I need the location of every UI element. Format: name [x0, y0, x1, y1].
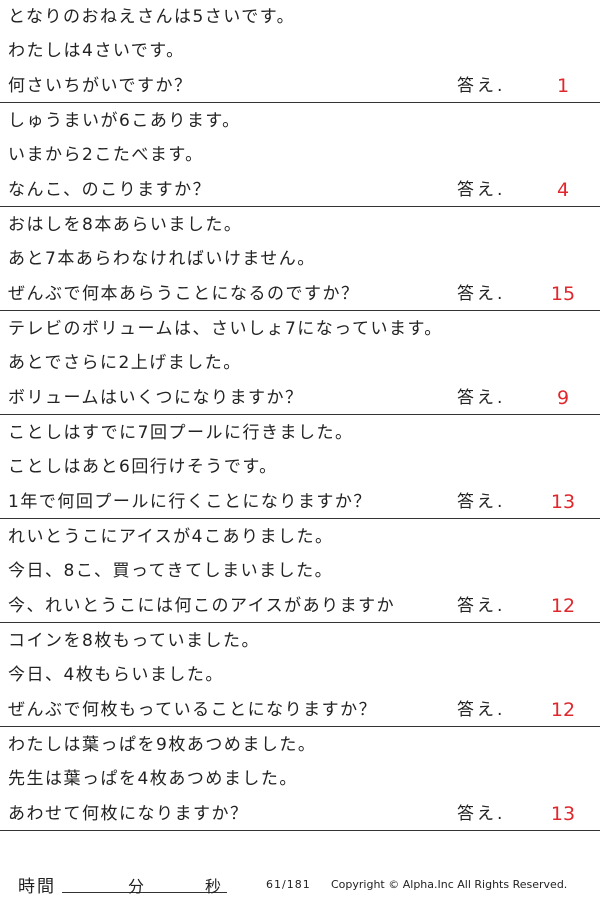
problem-line: おはしを8本あらいました。 [8, 215, 243, 235]
answer-label: 答え. [457, 596, 506, 616]
problem-line: あと7本あらわなければいけません。 [8, 249, 316, 269]
problem-line: ことしはすでに7回プールに行きました。 [8, 423, 354, 443]
question-line: ぜんぶで何枚もっていることになりますか？ [8, 700, 378, 720]
answer-value: 13 [550, 803, 576, 825]
problem-line: 今日、8こ、買ってきてしまいました。 [8, 561, 334, 581]
footer: 時間 分 秒 61/181 Copyright © Alpha.Inc All … [0, 868, 600, 898]
divider [0, 622, 600, 623]
divider [0, 414, 600, 415]
divider [0, 726, 600, 727]
answer-value: 1 [556, 75, 570, 97]
answer-label: 答え. [457, 492, 506, 512]
problem-7: コインを8枚もっていました。 今日、4枚もらいました。 ぜんぶで何枚もっているこ… [0, 624, 600, 728]
answer-label: 答え. [457, 804, 506, 824]
problem-4: テレビのボリュームは、さいしょ7になっています。 あとでさらに2上げました。 ボ… [0, 312, 600, 416]
divider [0, 102, 600, 103]
problem-line: いまから2こたべます。 [8, 145, 204, 165]
answer-label: 答え. [457, 284, 506, 304]
problem-5: ことしはすでに7回プールに行きました。 ことしはあと6回行けそうです。 1年で何… [0, 416, 600, 520]
answer-label: 答え. [457, 76, 506, 96]
problem-1: となりのおねえさんは5さいです。 わたしは4さいです。 何さいちがいですか？ 答… [0, 0, 600, 104]
page-number: 61/181 [266, 878, 311, 891]
answer-label: 答え. [457, 180, 506, 200]
problem-6: れいとうこにアイスが4こありました。 今日、8こ、買ってきてしまいました。 今、… [0, 520, 600, 624]
problem-line: れいとうこにアイスが4こありました。 [8, 527, 334, 547]
time-blank-line [62, 892, 227, 893]
problem-line: 今日、4枚もらいました。 [8, 665, 224, 685]
answer-label: 答え. [457, 388, 506, 408]
question-line: なんこ、のこりますか？ [8, 180, 212, 200]
problem-line: テレビのボリュームは、さいしょ7になっています。 [8, 319, 443, 339]
problem-3: おはしを8本あらいました。 あと7本あらわなければいけません。 ぜんぶで何本あら… [0, 208, 600, 312]
problem-line: あとでさらに2上げました。 [8, 353, 242, 373]
question-line: ぜんぶで何本あらうことになるのですか？ [8, 284, 360, 304]
problem-line: わたしは葉っぱを9枚あつめました。 [8, 735, 317, 755]
problem-2: しゅうまいが6こあります。 いまから2こたべます。 なんこ、のこりますか？ 答え… [0, 104, 600, 208]
answer-label: 答え. [457, 700, 506, 720]
divider [0, 206, 600, 207]
copyright: Copyright © Alpha.Inc All Rights Reserve… [331, 878, 568, 891]
question-line: 今、れいとうこには何このアイスがありますか [8, 596, 396, 616]
question-line: ボリュームはいくつになりますか？ [8, 388, 304, 408]
question-line: 何さいちがいですか？ [8, 76, 193, 96]
answer-value: 12 [550, 595, 576, 617]
question-line: あわせて何枚になりますか？ [8, 804, 249, 824]
problem-8: わたしは葉っぱを9枚あつめました。 先生は葉っぱを4枚あつめました。 あわせて何… [0, 728, 600, 832]
question-line: 1年で何回プールに行くことになりますか？ [8, 492, 372, 512]
problem-line: コインを8枚もっていました。 [8, 631, 260, 651]
answer-value: 12 [550, 699, 576, 721]
problem-line: となりのおねえさんは5さいです。 [8, 7, 296, 27]
answer-value: 13 [550, 491, 576, 513]
seconds-label: 秒 [205, 877, 222, 896]
problem-line: わたしは4さいです。 [8, 41, 185, 61]
answer-value: 15 [550, 283, 576, 305]
divider [0, 518, 600, 519]
problem-line: 先生は葉っぱを4枚あつめました。 [8, 769, 298, 789]
time-label: 時間 [18, 877, 56, 897]
divider [0, 830, 600, 831]
divider [0, 310, 600, 311]
problem-line: ことしはあと6回行けそうです。 [8, 457, 278, 477]
answer-value: 9 [556, 387, 570, 409]
minutes-label: 分 [128, 877, 145, 896]
answer-value: 4 [556, 179, 570, 201]
problem-line: しゅうまいが6こあります。 [8, 111, 241, 131]
